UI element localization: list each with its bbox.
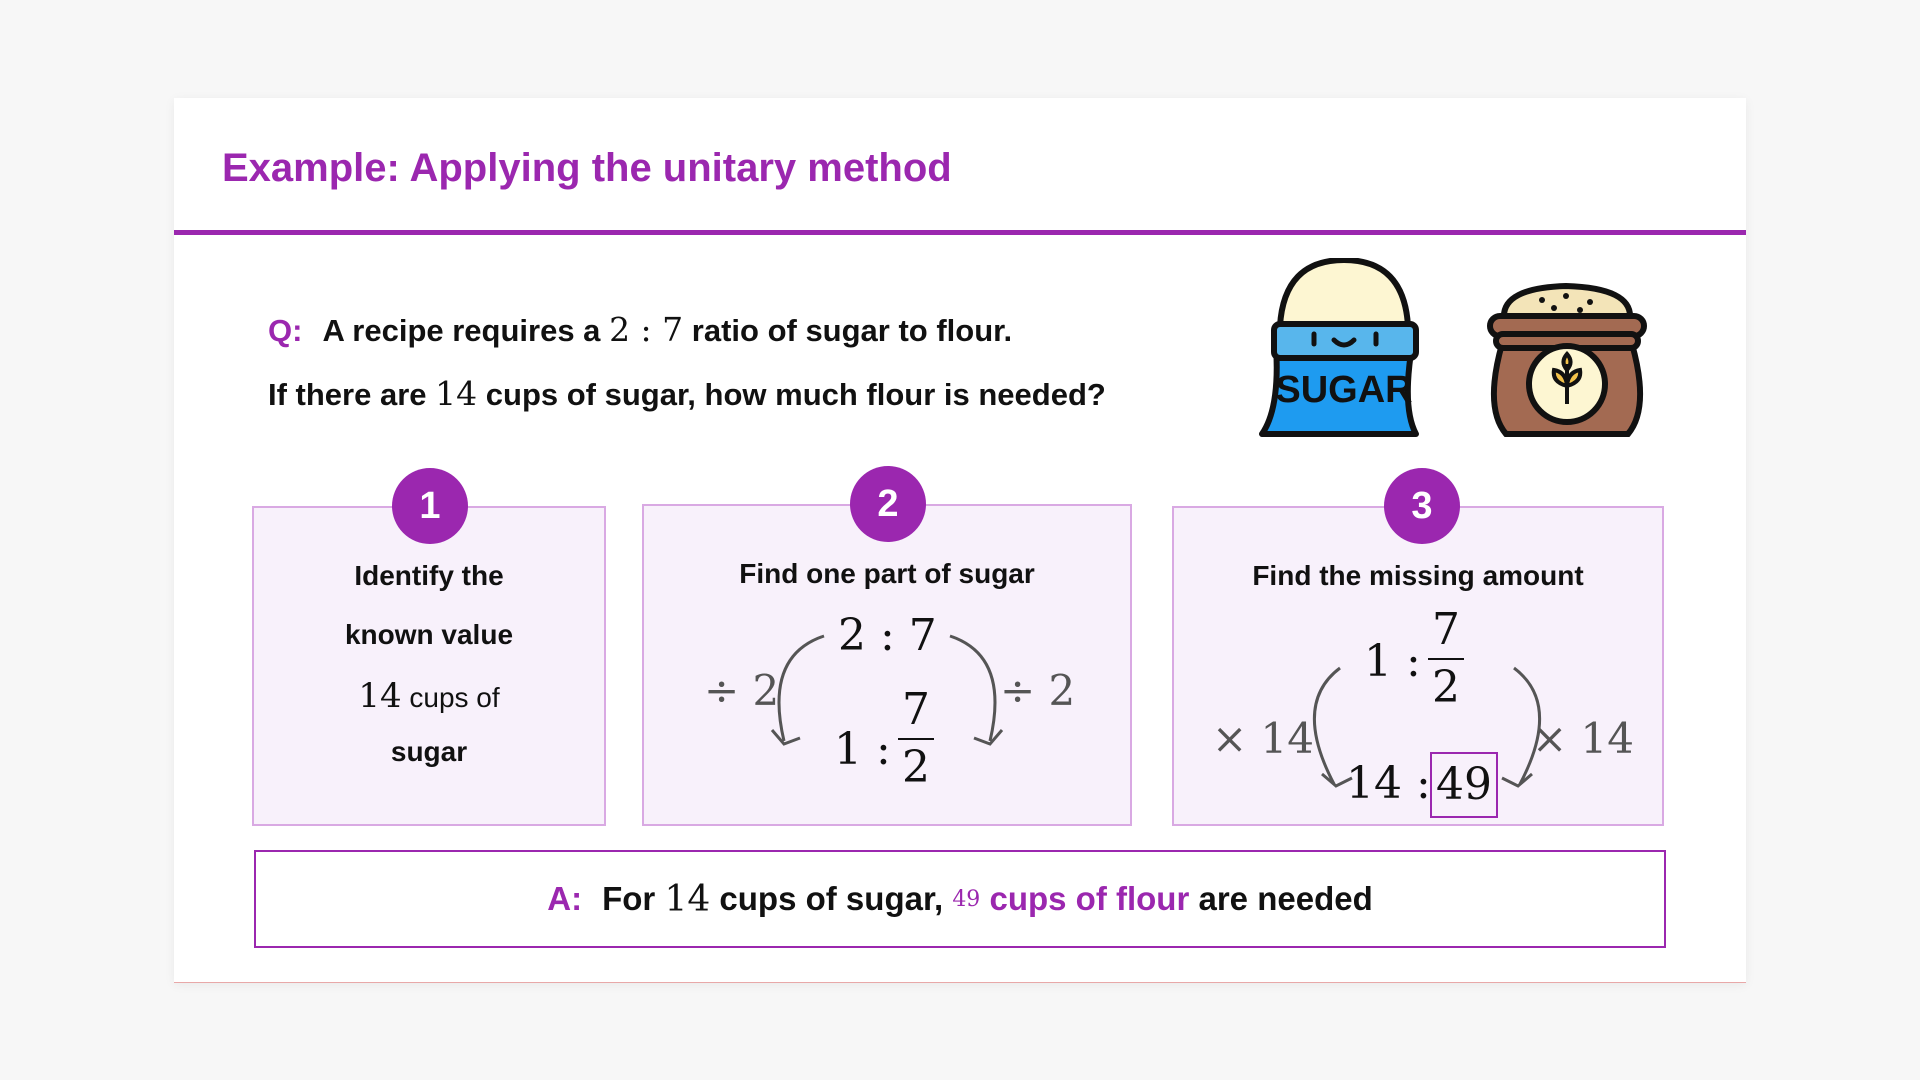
page-title: Example: Applying the unitary method: [222, 146, 952, 191]
step-1-title-line-2: known value: [254, 619, 604, 651]
answer-text-a: For: [602, 880, 655, 918]
answer-text-c: are needed: [1198, 880, 1372, 918]
slide: Example: Applying the unitary method Q: A…: [174, 98, 1746, 983]
step-2-panel: Find one part of sugar 2 : 7 ÷ 2 ÷ 2 1 :…: [642, 504, 1132, 826]
step-2-arrows: [644, 506, 1130, 824]
step-1-value-text: cups of: [402, 682, 500, 713]
answer-label: A:: [547, 880, 582, 918]
answer-sugar-cups: 14: [664, 879, 710, 920]
step-1-title-line-1: Identify the: [254, 560, 604, 592]
sugar-bag-label: SUGAR: [1275, 369, 1412, 411]
answer-text-b: cups of sugar,: [719, 880, 943, 918]
flour-sack-icon: [1482, 258, 1652, 440]
step-1-value: 14 cups of: [254, 676, 604, 716]
step-3-panel: Find the missing amount 1 : 7 2 × 14 × 1…: [1172, 506, 1664, 826]
step-3-badge: 3: [1384, 468, 1460, 544]
sugar-bag-icon: SUGAR: [1254, 258, 1434, 438]
answer-box: A: For 14 cups of sugar, 49 cups of flou…: [254, 850, 1666, 948]
question-text-1b: ratio of sugar to flour.: [692, 313, 1012, 348]
question-text-1a: A recipe requires a: [322, 313, 600, 348]
question-sugar-cups: 14: [435, 374, 477, 413]
step-1-value-number: 14: [358, 676, 401, 716]
answer-flour-text: cups of flour: [989, 880, 1189, 918]
step-3-arrows: [1174, 508, 1662, 824]
title-divider: [174, 230, 1746, 235]
step-1-badge: 1: [392, 468, 468, 544]
answer-flour-value: 49: [952, 887, 980, 912]
question-line-2: If there are 14 cups of sugar, how much …: [268, 374, 1106, 413]
question-text-2a: If there are: [268, 377, 427, 412]
question-label: Q:: [268, 313, 302, 348]
step-1-panel: Identify the known value 14 cups of suga…: [252, 506, 606, 826]
step-2-badge: 2: [850, 466, 926, 542]
question-ratio: 2 : 7: [609, 310, 683, 349]
step-1-value-text-2: sugar: [254, 736, 604, 768]
question-line-1: Q: A recipe requires a 2 : 7 ratio of sug…: [268, 310, 1012, 349]
question-text-2b: cups of sugar, how much flour is needed?: [486, 377, 1106, 412]
